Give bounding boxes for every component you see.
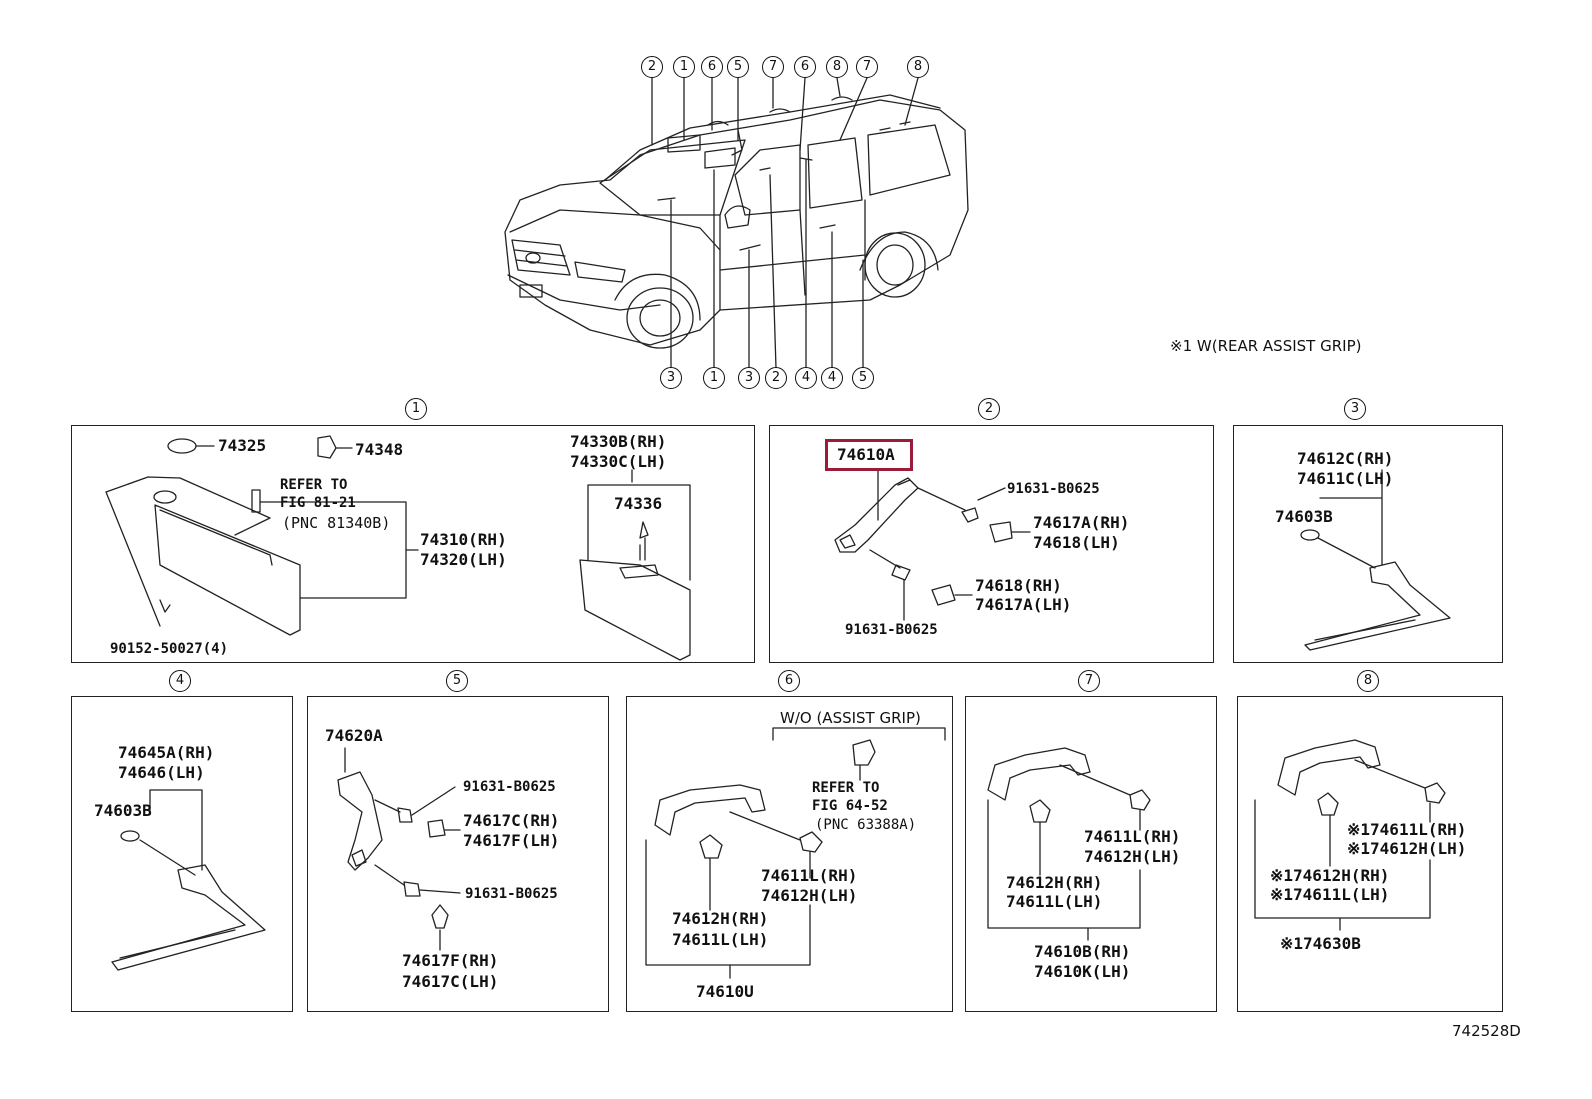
part-label[interactable]: 74617F(LH) — [463, 831, 560, 850]
part-label[interactable]: 91631-B0625 — [845, 622, 938, 638]
part-label[interactable]: 74612H(LH) — [1084, 847, 1181, 866]
panel-6 — [626, 696, 953, 1012]
refer-note[interactable]: FIG 64-52 — [812, 798, 888, 814]
part-label[interactable]: 74611C(LH) — [1297, 469, 1394, 488]
panel-number-8: 8 — [1357, 670, 1379, 692]
part-label[interactable]: 91631-B0625 — [1007, 481, 1100, 497]
panel-number-6: 6 — [778, 670, 800, 692]
refer-note: REFER TO — [812, 780, 880, 796]
part-label[interactable]: 90152-50027(4) — [110, 641, 229, 657]
panel-3 — [1233, 425, 1503, 663]
panel-8-art — [1254, 739, 1446, 931]
panel-4 — [71, 696, 293, 1012]
panel-3-art — [1300, 469, 1451, 651]
vehicle-callout-top: 6 — [701, 56, 723, 78]
panel-2-art — [834, 469, 1031, 621]
refer-note: (PNC 81340B) — [282, 514, 391, 532]
part-label[interactable]: 74611L(LH) — [672, 930, 769, 949]
part-label[interactable]: 74612H(RH) — [672, 909, 769, 928]
panel-7-art — [987, 747, 1151, 941]
part-label[interactable]: 74617F(RH) — [402, 951, 499, 970]
refer-note: (PNC 63388A) — [815, 817, 917, 833]
part-label[interactable]: 74645A(RH) — [118, 743, 215, 762]
part-label[interactable]: 74325 — [218, 436, 267, 455]
vehicle-callout-top: 5 — [727, 56, 749, 78]
part-label[interactable]: 74617A(LH) — [975, 595, 1072, 614]
part-label[interactable]: 74310(RH) — [420, 530, 507, 549]
part-label[interactable]: 74611L(RH) — [761, 866, 858, 885]
part-label[interactable]: ※174630B — [1280, 934, 1361, 953]
part-label[interactable]: 74320(LH) — [420, 550, 507, 569]
part-label-selected[interactable]: 74610A — [837, 445, 895, 464]
vehicle-callout-bottom: 4 — [795, 367, 817, 389]
part-label[interactable]: 74610K(LH) — [1034, 962, 1131, 981]
vehicle-callout-top: 6 — [794, 56, 816, 78]
part-label[interactable]: 74336 — [614, 494, 663, 513]
part-label[interactable]: 91631-B0625 — [465, 886, 558, 902]
panel-2 — [769, 425, 1214, 663]
part-label[interactable]: 74618(RH) — [975, 576, 1062, 595]
panel-6-art — [645, 727, 946, 979]
part-label[interactable]: 74330B(RH) — [570, 432, 667, 451]
vehicle-illustration — [504, 77, 969, 369]
refer-note: REFER TO — [280, 477, 348, 493]
vehicle-callout-top: 7 — [856, 56, 878, 78]
part-label[interactable]: 74612H(RH) — [1006, 873, 1103, 892]
part-label[interactable]: 74610U — [696, 982, 754, 1001]
part-label[interactable]: 74610B(RH) — [1034, 942, 1131, 961]
panel-1 — [71, 425, 755, 663]
panel-number-2: 2 — [978, 398, 1000, 420]
part-label[interactable]: 74612H(LH) — [761, 886, 858, 905]
part-label[interactable]: ※174612H(LH) — [1347, 839, 1467, 858]
vehicle-callout-top: 7 — [762, 56, 784, 78]
part-label[interactable]: ※174612H(RH) — [1270, 866, 1390, 885]
panel-4-art — [111, 789, 266, 971]
part-label[interactable]: 74618(LH) — [1033, 533, 1120, 552]
part-label[interactable]: 74611L(RH) — [1084, 827, 1181, 846]
vehicle-callout-bottom: 4 — [821, 367, 843, 389]
panel-number-3: 3 — [1344, 398, 1366, 420]
part-label[interactable]: 74620A — [325, 726, 383, 745]
part-label[interactable]: 74330C(LH) — [570, 452, 667, 471]
vehicle-callout-bottom: 3 — [738, 367, 760, 389]
panel-number-1: 1 — [405, 398, 427, 420]
vehicle-callout-bottom: 5 — [852, 367, 874, 389]
part-label[interactable]: 74617A(RH) — [1033, 513, 1130, 532]
part-label[interactable]: 74611L(LH) — [1006, 892, 1103, 911]
panel-5-art — [337, 747, 461, 951]
selected-part-highlight — [825, 439, 913, 471]
vehicle-callout-top: 2 — [641, 56, 663, 78]
panel-5 — [307, 696, 609, 1012]
part-label[interactable]: 74603B — [1275, 507, 1333, 526]
vehicle-callout-bottom: 1 — [703, 367, 725, 389]
part-label[interactable]: 74603B — [94, 801, 152, 820]
panel-number-4: 4 — [169, 670, 191, 692]
vehicle-callout-bottom: 2 — [765, 367, 787, 389]
vehicle-callout-top: 8 — [826, 56, 848, 78]
figure-code: 742528D — [1452, 1022, 1521, 1040]
panel-8 — [1237, 696, 1503, 1012]
part-label[interactable]: 74348 — [355, 440, 404, 459]
condition-note: W/O (ASSIST GRIP) — [780, 709, 921, 727]
panel-number-5: 5 — [446, 670, 468, 692]
part-label[interactable]: 74617C(RH) — [463, 811, 560, 830]
rear-assist-grip-note: ※1 W(REAR ASSIST GRIP) — [1170, 337, 1362, 355]
refer-note[interactable]: FIG 81-21 — [280, 495, 356, 511]
part-label[interactable]: 91631-B0625 — [463, 779, 556, 795]
panel-number-7: 7 — [1078, 670, 1100, 692]
part-label[interactable]: 74617C(LH) — [402, 972, 499, 991]
vehicle-callout-bottom: 3 — [660, 367, 682, 389]
vehicle-callout-top: 8 — [907, 56, 929, 78]
panel-1-art — [105, 435, 691, 661]
part-label[interactable]: ※174611L(LH) — [1270, 885, 1390, 904]
part-label[interactable]: 74612C(RH) — [1297, 449, 1394, 468]
panel-7 — [965, 696, 1217, 1012]
part-label[interactable]: 74646(LH) — [118, 763, 205, 782]
vehicle-callout-top: 1 — [673, 56, 695, 78]
part-label[interactable]: ※174611L(RH) — [1347, 820, 1467, 839]
